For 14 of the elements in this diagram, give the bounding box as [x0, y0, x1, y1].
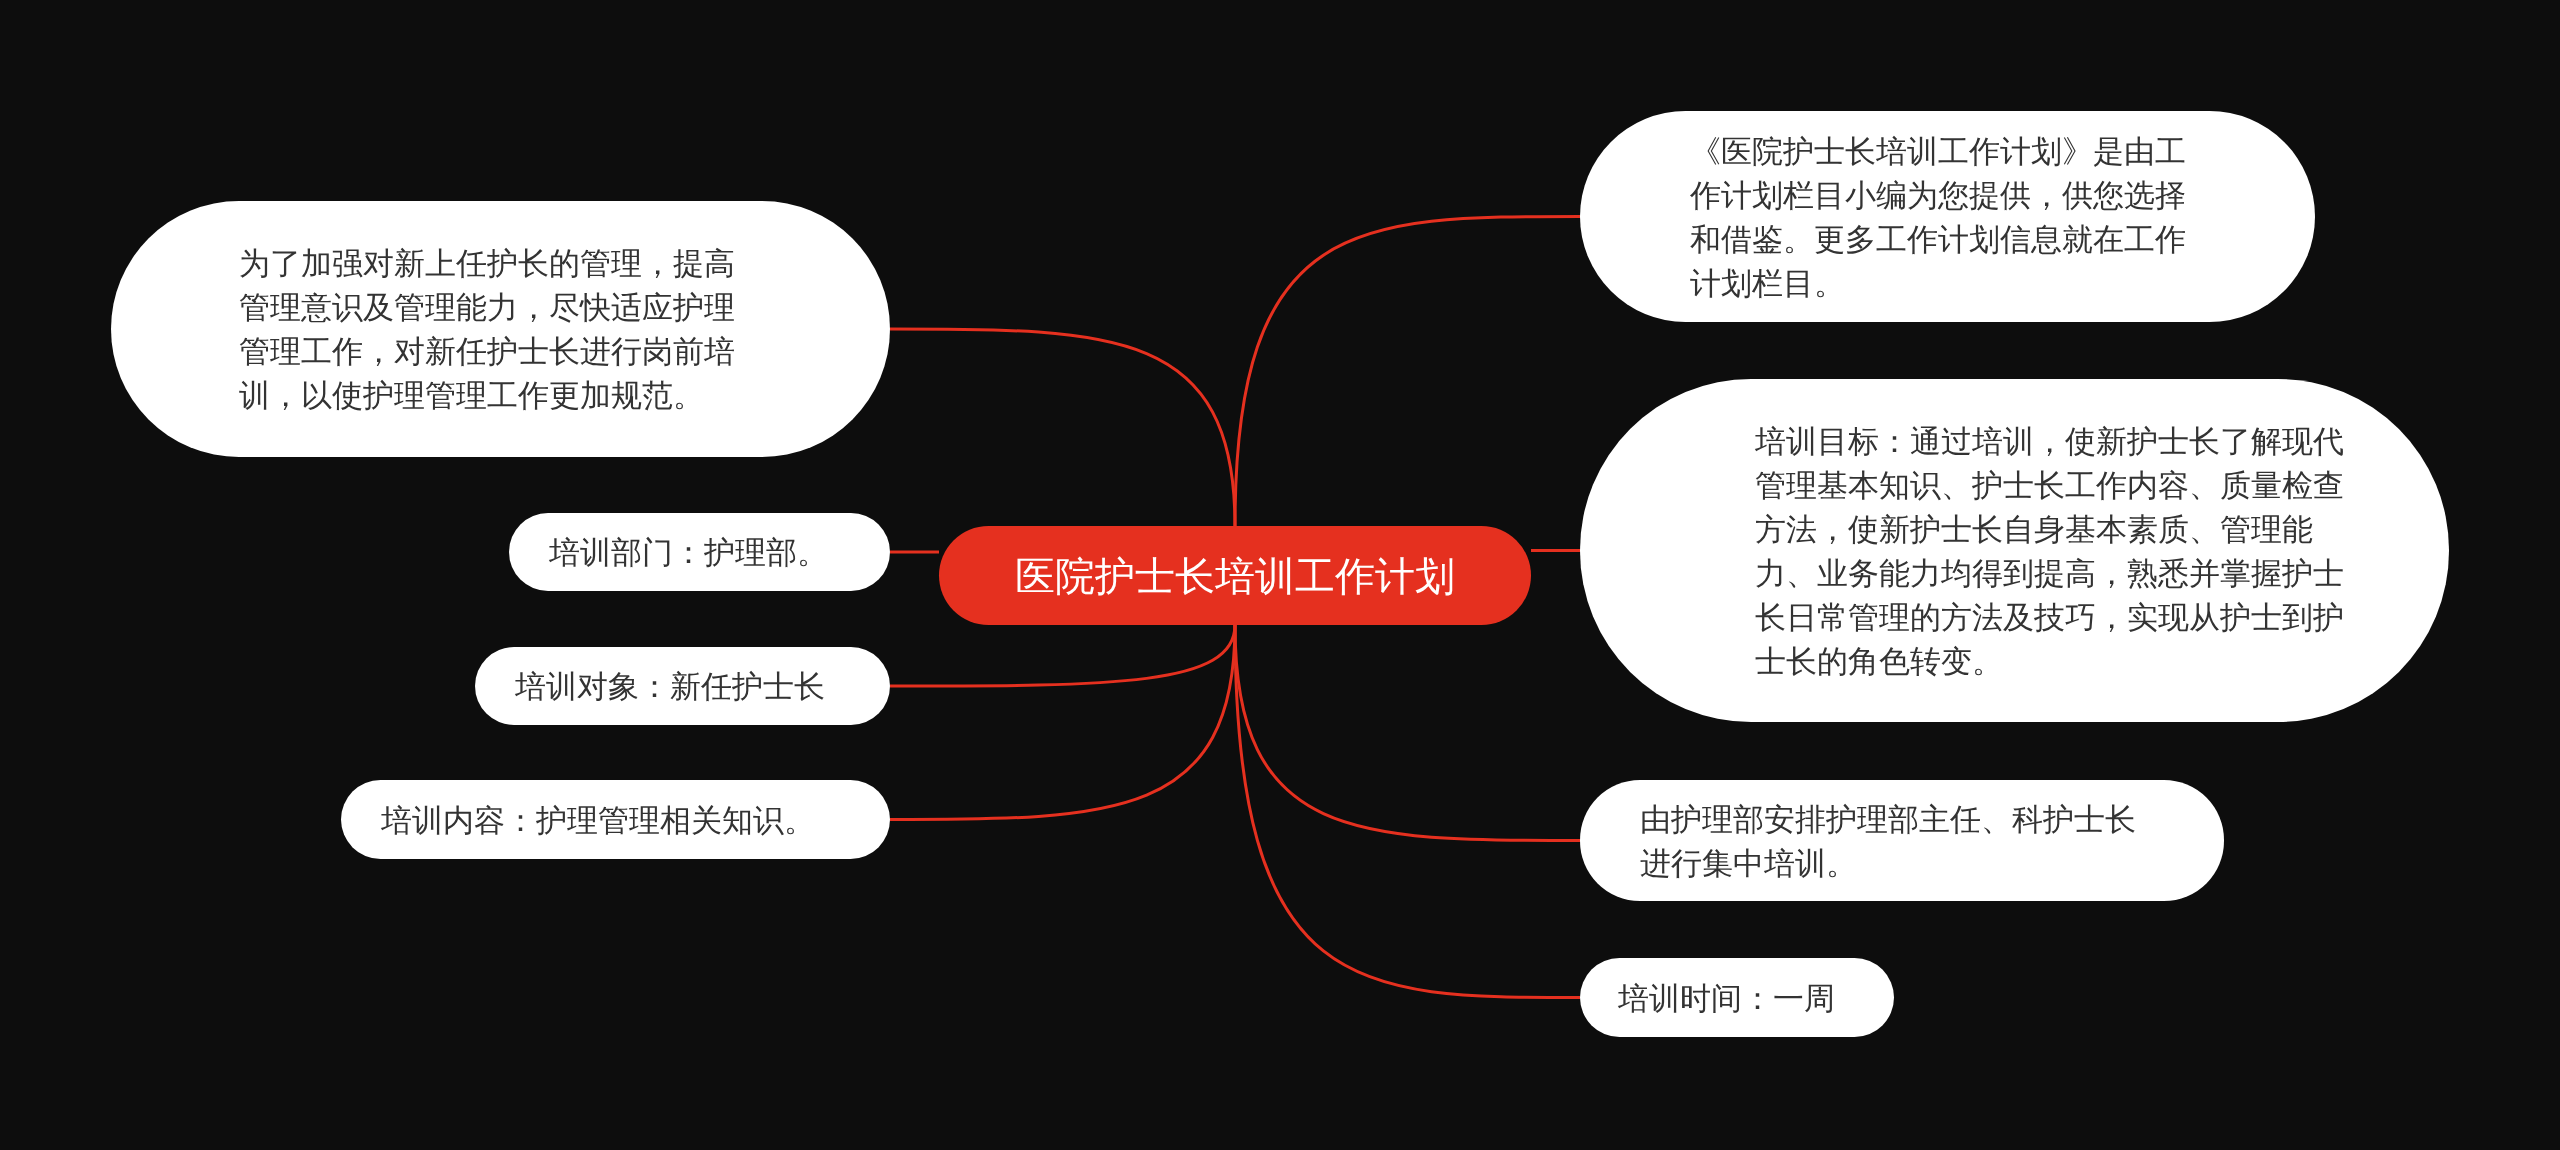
connector-line	[890, 327, 1237, 527]
central-topic-box: 医院护士长培训工作计划	[939, 526, 1531, 625]
connector-line	[890, 550, 939, 554]
topic-bubble: 培训时间：一周	[1580, 958, 1894, 1037]
topic-bubble: 培训内容：护理管理相关知识。	[341, 780, 890, 859]
topic-bubble: 培训部门：护理部。	[509, 513, 890, 591]
topic-bubble: 为了加强对新上任护长的管理，提高管理意识及管理能力，尽快适应护理管理工作，对新任护士长进行岗前培训，以使护理管理工作更加规范。	[111, 201, 890, 457]
topic-bubble: 由护理部安排护理部主任、科护士长进行集中培训。	[1580, 780, 2224, 901]
connector-line	[890, 624, 1237, 821]
topic-bubble: 培训对象：新任护士长	[475, 647, 890, 725]
topic-bubble: 《医院护士长培训工作计划》是由工作计划栏目小编为您提供，供您选择和借鉴。更多工作计划信息就在工作计划栏目。	[1580, 111, 2315, 322]
connector-line	[1233, 624, 1580, 999]
topic-bubble: 培训目标：通过培训，使新护士长了解现代管理基本知识、护士长工作内容、质量检查方法，使新护士长自身基本素质、管理能力、业务能力均得到提高，熟悉并掌握护士长日常管理的方法及技巧，实现从护士到护士长的角色转变。	[1580, 379, 2449, 722]
connector-line	[1531, 549, 1580, 552]
